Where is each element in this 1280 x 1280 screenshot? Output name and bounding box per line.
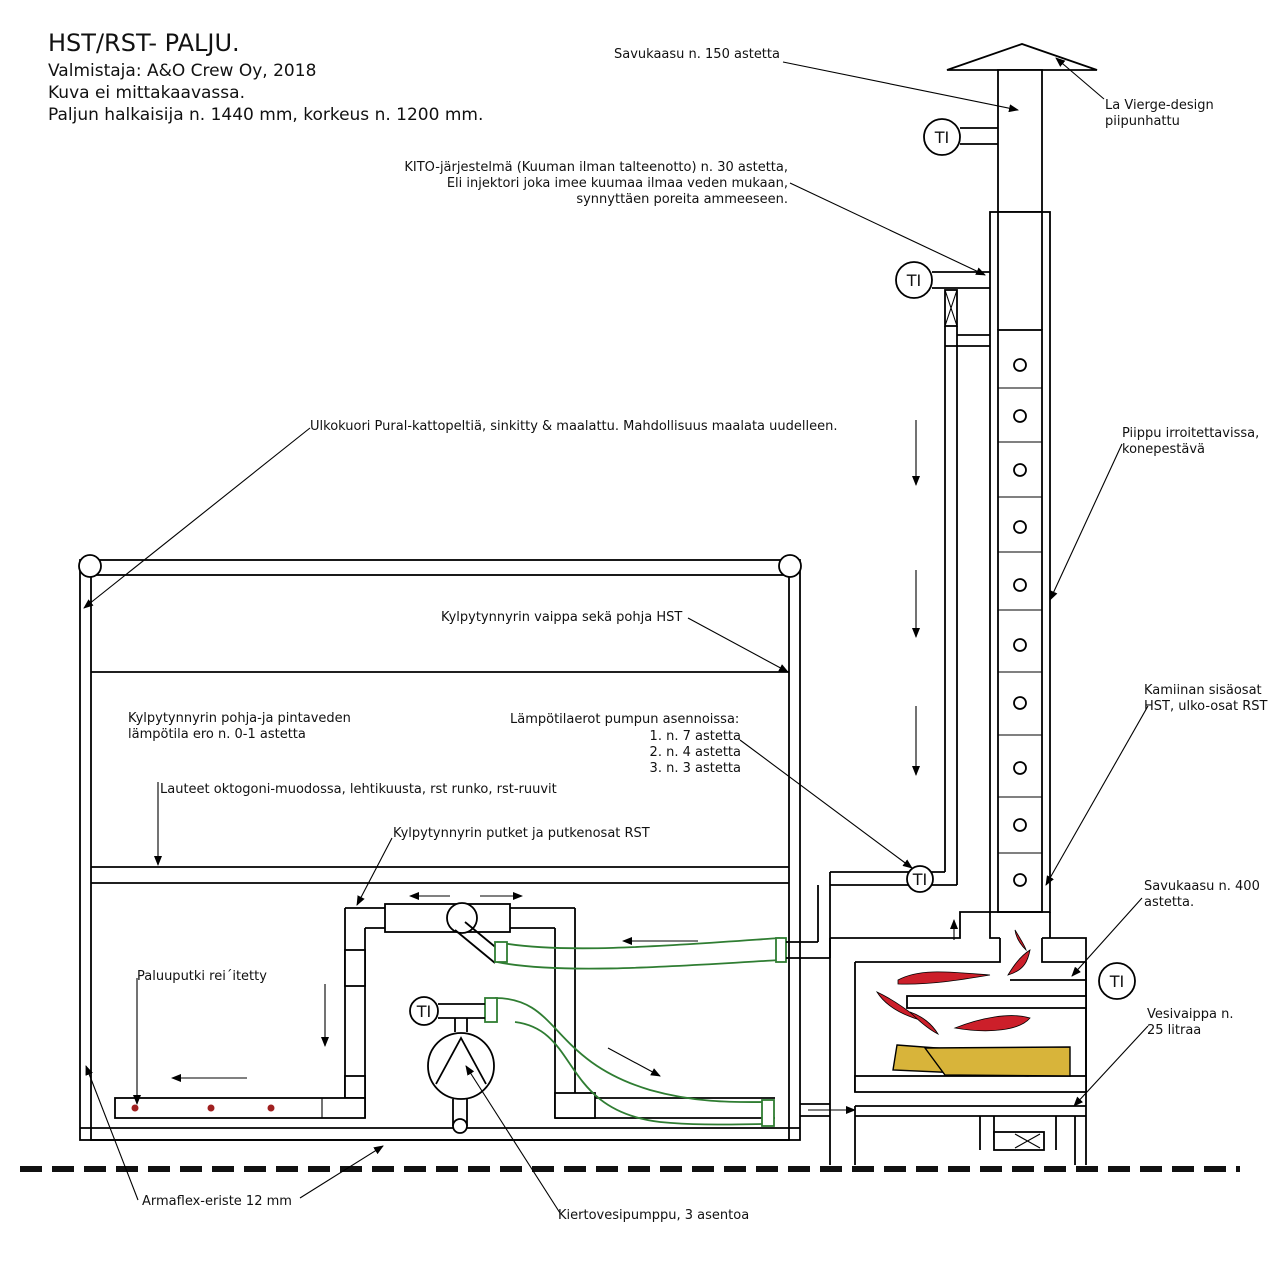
chimney-vents (1013, 358, 1027, 887)
label-pump-positions-3: 3. n. 3 astetta (650, 761, 741, 776)
label-hat-2: piipunhattu (1105, 114, 1180, 129)
labels: Savukaasu n. 150 astetta La Vierge-desig… (128, 47, 1267, 1223)
ti-instrument: TI (906, 865, 934, 893)
kito-pipe (786, 289, 990, 959)
header-line-2: Kuva ei mittakaavassa. (48, 83, 245, 103)
label-kito-2: Eli injektori joka imee kuumaa ilmaa ved… (447, 176, 788, 191)
label-pipes: Kylpytynnyrin putket ja putkenosat RST (393, 826, 650, 841)
ti-label: TI (934, 128, 950, 147)
label-benches: Lauteet oktogoni-muodossa, lehtikuusta, … (160, 782, 557, 797)
ti-label: TI (416, 1002, 432, 1021)
label-insulation: Armaflex-eriste 12 mm (142, 1194, 292, 1209)
ti-instrument: TI (409, 996, 439, 1026)
return-pipe-hole (267, 1104, 275, 1112)
label-chimney-1: Piippu irroitettavissa, (1122, 426, 1259, 441)
ti-instrument: TI (923, 118, 961, 156)
label-outer-shell: Ulkokuori Pural-kattopeltiä, sinkitty & … (310, 419, 837, 434)
rim-right (778, 554, 802, 578)
ti-label: TI (1109, 972, 1125, 991)
chimney-segments (998, 387, 1042, 854)
ti-instrument: TI (895, 261, 933, 299)
label-smoke-stove-1: Savukaasu n. 400 (1144, 879, 1260, 894)
header-line-1: Valmistaja: A&O Crew Oy, 2018 (48, 61, 316, 81)
label-tub-shell: Kylpytynnyrin vaippa sekä pohja HST (441, 610, 682, 625)
label-temp-diff-1: Kylpytynnyrin pohja-ja pintaveden (128, 711, 351, 726)
label-pump-positions-0: Lämpötilaerot pumpun asennoissa: (510, 712, 739, 727)
tub-pipes (114, 902, 830, 1119)
rim-left (78, 554, 102, 578)
firewood (923, 1046, 1071, 1077)
return-pipe-hole (131, 1104, 139, 1112)
flow-arrows (171, 420, 958, 1114)
stove (829, 911, 1087, 1165)
return-pipe (114, 1097, 366, 1119)
label-stove-parts-2: HST, ulko-osat RST (1144, 699, 1267, 714)
diagram-title: HST/RST- PALJU. (48, 29, 240, 57)
label-chimney-2: konepestävä (1122, 442, 1205, 457)
ti-label: TI (912, 870, 928, 889)
label-temp-diff-2: lämpötila ero n. 0-1 astetta (128, 727, 306, 742)
pump-body (427, 1032, 495, 1100)
tub (78, 554, 802, 1141)
grate (854, 1075, 1087, 1093)
chimney (932, 43, 1098, 913)
leader-lines (83, 57, 1149, 1214)
circulation-pump (427, 1003, 495, 1134)
hoses (484, 937, 787, 1127)
baffle (906, 995, 1087, 1009)
flames (875, 929, 1031, 1035)
label-smoke-stove-2: astetta. (1144, 895, 1194, 910)
pump-hose (494, 997, 771, 1103)
label-smoke-top: Savukaasu n. 150 astetta (614, 47, 780, 62)
label-pump-positions-1: 1. n. 7 astetta (650, 729, 741, 744)
header-line-3: Paljun halkaisija n. 1440 mm, korkeus n.… (48, 105, 483, 125)
return-pipe-hole (207, 1104, 215, 1112)
chimney-hat (946, 43, 1098, 71)
stove-outer (829, 911, 1087, 1165)
label-hat-1: La Vierge-design (1105, 98, 1214, 113)
ti-label: TI (906, 271, 922, 290)
label-pump: Kiertovesipumppu, 3 asentoa (558, 1208, 749, 1223)
label-return-pipe: Paluuputki rei´itetty (137, 969, 267, 984)
chimney-inner (997, 329, 1043, 913)
kito-hose (496, 937, 781, 950)
tub-inner-shell (90, 574, 790, 1141)
ti-instrument: TI (1098, 962, 1136, 1000)
label-water-jacket-2: 25 litraa (1147, 1023, 1201, 1038)
label-kito-1: KITO-järjestelmä (Kuuman ilman talteenot… (404, 160, 788, 175)
pump-symbol (435, 1036, 487, 1085)
label-kito-3: synnyttäen poreita ammeeseen. (576, 192, 788, 207)
chimney-outer (989, 211, 1051, 913)
label-pump-positions-2: 2. n. 4 astetta (650, 745, 741, 760)
label-water-jacket-1: Vesivaippa n. (1147, 1007, 1234, 1022)
label-stove-parts-1: Kamiinan sisäosat (1144, 683, 1262, 698)
